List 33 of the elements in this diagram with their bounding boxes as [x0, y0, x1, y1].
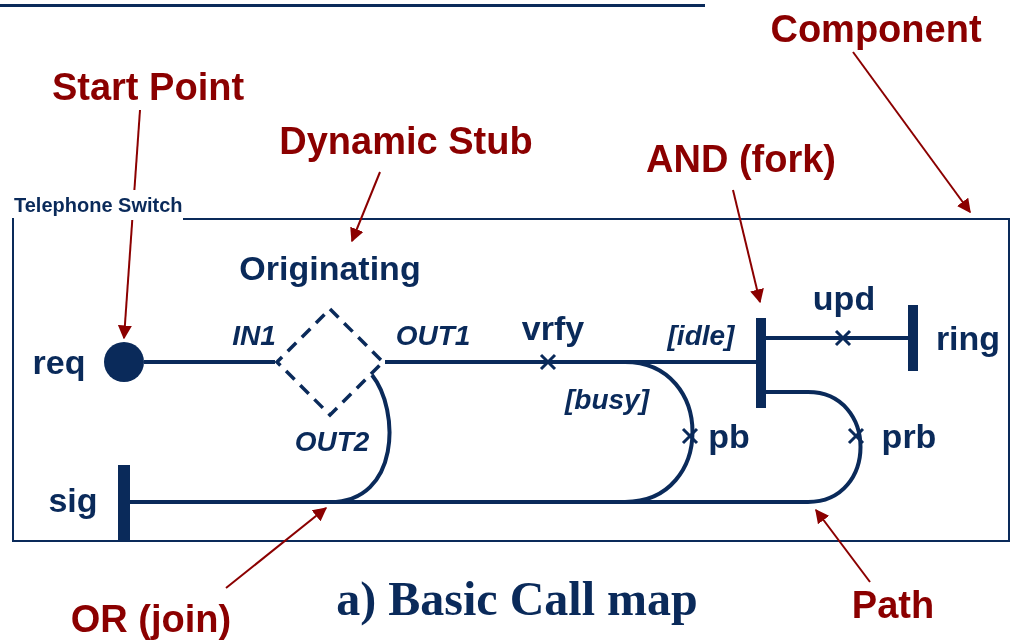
responsibility-label: vrfy — [520, 307, 586, 349]
condition-label: OUT2 — [293, 425, 371, 459]
path-line — [766, 336, 908, 340]
end-bar — [908, 305, 918, 371]
annotation-label: Dynamic Stub — [242, 118, 570, 164]
condition-label: [busy] — [563, 383, 651, 417]
component-name: Telephone Switch — [14, 190, 183, 220]
leader-line — [815, 508, 871, 583]
leader-line — [350, 171, 381, 243]
responsibility-label: upd — [811, 277, 877, 319]
annotation-label: Path — [836, 582, 950, 628]
stub-diamond — [275, 307, 385, 417]
leader-line — [732, 189, 764, 304]
condition-label: [idle] — [666, 319, 736, 353]
condition-label: OUT1 — [394, 319, 472, 353]
condition-label: IN1 — [231, 319, 277, 353]
path-endpoint-label: req — [31, 341, 87, 383]
responsibility-label: prb — [880, 415, 938, 457]
path-endpoint-label: ring — [934, 317, 1002, 359]
leader-line — [852, 51, 971, 214]
path-line — [144, 360, 275, 364]
end-bar — [118, 465, 130, 540]
annotation-label: Start Point — [24, 64, 272, 110]
end-bar — [756, 318, 766, 408]
leader-line — [117, 109, 141, 340]
leader-line — [225, 507, 328, 589]
path-endpoint-label: sig — [47, 479, 99, 521]
responsibility-label: pb — [707, 415, 751, 457]
path-endpoint-label: Originating — [238, 247, 422, 289]
annotation-label: Component — [742, 6, 1010, 52]
caption: a) Basic Call map — [335, 571, 699, 627]
annotation-label: OR (join) — [46, 596, 256, 642]
annotation-label: AND (fork) — [618, 136, 864, 182]
